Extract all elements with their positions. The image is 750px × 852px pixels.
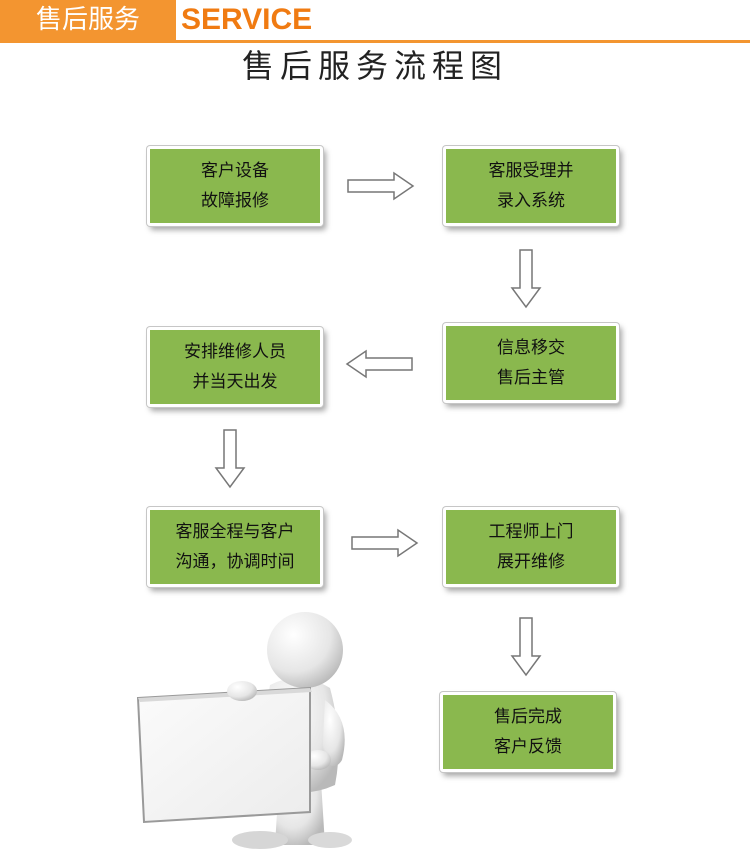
step-label-line1: 客服全程与客户 — [175, 522, 295, 542]
step-label-line2: 售后主管 — [497, 368, 565, 388]
step-label-line2: 并当天出发 — [192, 372, 278, 392]
step-label-line1: 售后完成 — [494, 707, 562, 727]
step-report-fault: 客户设备 故障报修 — [147, 146, 323, 226]
arrow-left-icon — [345, 349, 413, 379]
header-cn-label: 售后服务 — [0, 0, 176, 40]
step-onsite-repair: 工程师上门 展开维修 — [443, 507, 619, 587]
step-label-line1: 客服受理并 — [488, 161, 574, 181]
step-label-line1: 工程师上门 — [488, 522, 574, 542]
step-label-line2: 展开维修 — [497, 552, 565, 572]
step-transfer-info: 信息移交 售后主管 — [443, 323, 619, 403]
header-bar: 售后服务 SERVICE — [0, 0, 750, 44]
step-label-line2: 故障报修 — [201, 191, 269, 211]
step-label-line1: 信息移交 — [497, 338, 565, 358]
step-label-line2: 录入系统 — [497, 191, 565, 211]
step-label-line2: 沟通，协调时间 — [175, 552, 295, 572]
arrow-down-icon — [510, 249, 542, 309]
arrow-right-icon — [351, 528, 419, 558]
header-en-label: SERVICE — [181, 3, 313, 36]
person-holding-board-illustration — [136, 612, 352, 849]
step-accept-record: 客服受理并 录入系统 — [443, 146, 619, 226]
header-divider — [0, 40, 750, 43]
page-title: 售后服务流程图 — [241, 47, 508, 85]
step-label-line2: 客户反馈 — [494, 737, 562, 757]
arrow-down-icon — [510, 617, 542, 677]
step-coordinate-time: 客服全程与客户 沟通，协调时间 — [147, 507, 323, 587]
arrow-down-icon — [214, 429, 246, 489]
step-label-line1: 安排维修人员 — [184, 342, 286, 362]
step-complete-feedback: 售后完成 客户反馈 — [440, 692, 616, 772]
step-label-line1: 客户设备 — [201, 161, 269, 181]
step-dispatch-staff: 安排维修人员 并当天出发 — [147, 327, 323, 407]
arrow-right-icon — [347, 171, 415, 201]
